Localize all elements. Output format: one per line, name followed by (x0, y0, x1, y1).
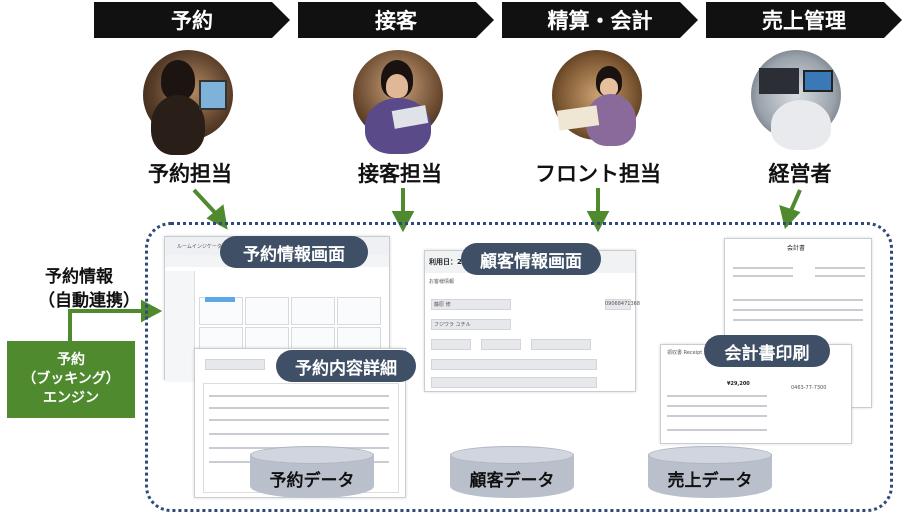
step-label: 精算・会計 (547, 9, 653, 33)
step-label: 接客 (375, 9, 417, 33)
step-chevron-sales: 売上管理 (706, 2, 902, 38)
invoice-title: 会計書 (787, 245, 806, 252)
customer-section-title: お客様情報 (429, 279, 455, 285)
step-chevron-reservation: 予約 (94, 2, 290, 38)
step-chevron-service: 接客 (298, 2, 494, 38)
system-frame (145, 222, 893, 512)
receipt-total: ¥29,200 (727, 381, 750, 387)
role-reservation: 予約担当 (148, 162, 232, 186)
customer-phone: 09068471368 (605, 301, 640, 307)
usage-date: 利用日：2022 (429, 258, 477, 266)
role-manager: 経営者 (768, 162, 832, 186)
db-sales: 売上データ (648, 446, 772, 498)
db-label: 顧客データ (469, 471, 555, 491)
arrow-manager (788, 189, 802, 214)
booking-engine-box: 予約 （ブッキング） エンジン (7, 341, 135, 418)
engine-label-line2: （ブッキング） (22, 371, 120, 387)
engine-label-line3: エンジン (43, 390, 99, 406)
db-label: 予約データ (269, 471, 355, 491)
reservation-staff-photo (143, 50, 233, 155)
db-label: 売上データ (667, 471, 753, 491)
step-label: 予約 (171, 9, 213, 33)
pill-reservation-detail: 予約内容詳細 (276, 350, 416, 382)
customer-kana: フジワラ ユチル (434, 322, 471, 328)
pill-customer-info: 顧客情報画面 (461, 243, 601, 275)
info-label-line1: 予約情報 (45, 267, 113, 287)
role-service: 接客担当 (358, 162, 442, 186)
db-reservation: 予約データ (250, 446, 374, 498)
app-title: ルームインジケータ (177, 244, 222, 250)
role-front: フロント担当 (535, 162, 661, 186)
pill-invoice-print: 会計書印刷 (704, 335, 830, 367)
step-chevron-checkout: 精算・会計 (502, 2, 698, 38)
arrow-engine (68, 309, 145, 341)
receipt-tel: 0463-77-7300 (791, 385, 827, 391)
front-staff-photo (552, 50, 642, 146)
engine-label-line1: 予約 (57, 352, 85, 368)
step-label: 売上管理 (762, 9, 846, 33)
service-staff-photo (353, 50, 443, 154)
info-label-line2: （自動連携） (38, 291, 140, 311)
manager-photo (751, 50, 841, 150)
db-customer: 顧客データ (450, 446, 574, 498)
arrow-reservation (192, 188, 221, 219)
customer-name: 藤原 修 (434, 302, 451, 308)
receipt-title: 領収書 Receipt (667, 350, 703, 356)
pill-reservation-info: 予約情報画面 (220, 236, 368, 268)
